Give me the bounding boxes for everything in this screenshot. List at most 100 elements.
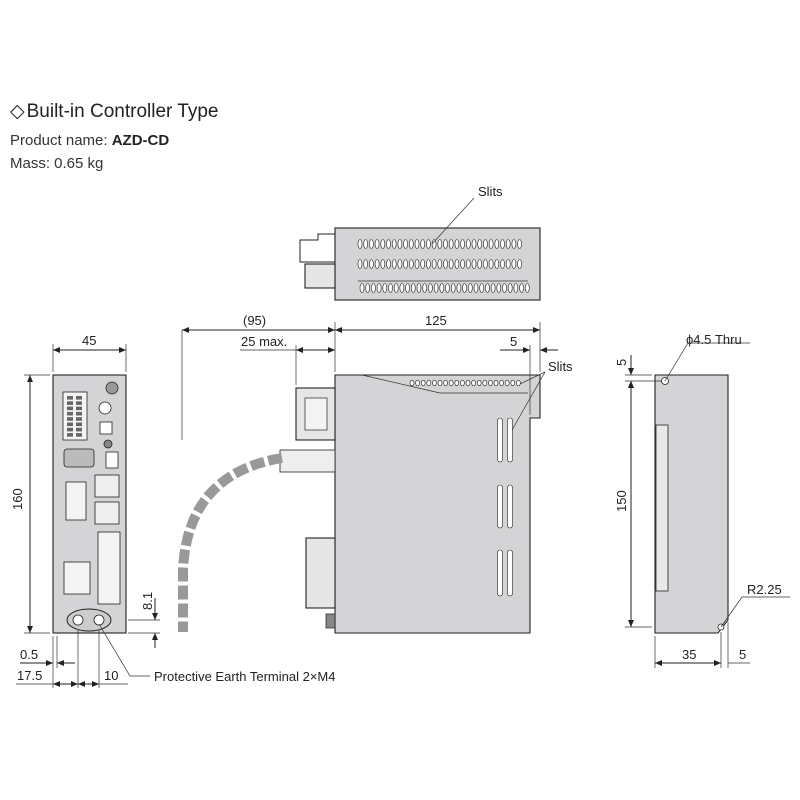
top-slit (483, 259, 488, 269)
dim-connector-label: 25 max. (241, 334, 287, 349)
side-top-slit (426, 379, 432, 387)
top-slit (494, 239, 500, 249)
top-slit (391, 259, 397, 269)
top-slit (500, 259, 505, 269)
top-slit (371, 283, 376, 293)
front-view: 45 160 8.1 0.5 17.5 10 Protective Earth … (10, 333, 335, 688)
dim-rear-top-label: 5 (614, 359, 629, 366)
top-slit (416, 283, 422, 293)
top-slit (363, 259, 369, 269)
front-small-port (99, 421, 113, 435)
top-slit (397, 239, 403, 249)
top-slit (391, 239, 397, 249)
top-slit (454, 239, 460, 249)
front-connector-pins (67, 396, 82, 437)
side-top-slit (420, 379, 426, 387)
top-slit (488, 259, 494, 269)
top-slit (380, 239, 386, 249)
top-slit (456, 283, 462, 293)
top-slit (403, 259, 408, 269)
top-slit (465, 259, 471, 269)
front-usb-port (105, 451, 119, 469)
dim-front-width-label: 45 (82, 333, 96, 348)
top-slit (437, 259, 443, 269)
radius-label: R2.25 (747, 582, 782, 597)
front-connector-cn2 (65, 481, 87, 521)
top-slit (374, 259, 380, 269)
dim-offset-terminal-label: 17.5 (17, 668, 42, 683)
top-slit (524, 283, 530, 293)
dim-offset-left-label: 0.5 (20, 647, 38, 662)
side-slits-label: Slits (548, 359, 573, 374)
connector-pin (76, 396, 82, 400)
top-slit (511, 239, 517, 249)
top-slit (490, 283, 496, 293)
side-top-slit (465, 379, 471, 387)
top-slit (437, 239, 443, 249)
diamond-icon: ◇ (10, 101, 25, 122)
top-slit (369, 259, 374, 269)
connector-pin (67, 411, 73, 416)
top-slit (517, 259, 522, 269)
top-slit (410, 283, 416, 293)
title-text: Built-in Controller Type (26, 101, 219, 122)
top-slit (500, 239, 505, 249)
top-slit (505, 239, 511, 249)
side-top-slit (476, 379, 482, 387)
top-slit (460, 239, 465, 249)
top-slit (420, 259, 426, 269)
top-slit (420, 239, 426, 249)
side-vertical-slits (497, 417, 513, 597)
side-view-body (334, 374, 541, 634)
side-top-slit (448, 379, 454, 387)
top-view-connector (299, 233, 335, 263)
top-slit (517, 239, 522, 249)
top-slit (448, 239, 454, 249)
top-slit (388, 283, 393, 293)
top-slit (408, 259, 414, 269)
top-view-connector-lower (304, 263, 336, 289)
side-top-slit (488, 379, 493, 387)
top-slit (386, 259, 391, 269)
top-slit (439, 283, 445, 293)
front-rj45-2 (94, 501, 120, 525)
top-slit (505, 259, 511, 269)
top-slit (422, 283, 428, 293)
side-vertical-slit (497, 549, 503, 597)
side-connector-inner (304, 397, 328, 431)
front-rj45-1 (94, 474, 120, 498)
top-slit (448, 259, 454, 269)
top-slit (513, 283, 519, 293)
side-top-slit (409, 379, 415, 387)
top-slit (479, 283, 485, 293)
top-view-slits (357, 239, 530, 293)
top-slit (393, 283, 399, 293)
top-slit (386, 239, 391, 249)
top-slit (485, 283, 490, 293)
connector-pin (67, 433, 73, 437)
top-slit (519, 283, 524, 293)
top-slit (414, 259, 420, 269)
top-slit (454, 259, 460, 269)
side-vertical-slit (497, 417, 503, 463)
side-top-slit (504, 379, 510, 387)
product-name: AZD-CD (111, 132, 170, 149)
top-slits-leader (431, 197, 475, 245)
side-cable (178, 453, 283, 632)
top-slit (408, 239, 414, 249)
side-lower-connector (305, 537, 336, 609)
side-vertical-slit (507, 417, 513, 463)
top-slit (403, 239, 408, 249)
side-view: (95) 125 25 max. 5 Slits (178, 313, 573, 634)
dim-side-depth-label: 125 (425, 313, 447, 328)
connector-pin (76, 422, 82, 427)
top-slit (431, 259, 437, 269)
front-connector-cn1 (62, 391, 88, 441)
mass-line: Mass: 0.65 kg (10, 155, 104, 172)
side-top-slit (482, 379, 488, 387)
dim-side-edge-label: 5 (510, 334, 517, 349)
top-slit (445, 283, 450, 293)
top-slit (357, 259, 363, 269)
connector-pin (67, 406, 73, 411)
